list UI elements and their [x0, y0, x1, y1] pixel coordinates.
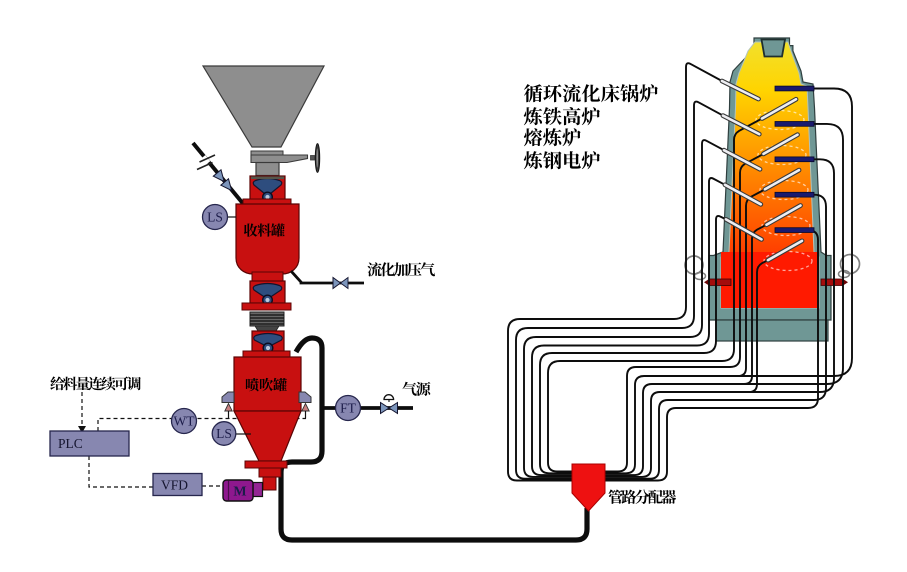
svg-text:LS: LS — [207, 210, 223, 225]
svg-text:PLC: PLC — [58, 436, 83, 451]
svg-text:VFD: VFD — [161, 478, 188, 493]
svg-text:WT: WT — [174, 414, 196, 429]
svg-text:M: M — [233, 485, 246, 500]
svg-text:FT: FT — [340, 401, 357, 416]
svg-text:LS: LS — [216, 426, 232, 441]
